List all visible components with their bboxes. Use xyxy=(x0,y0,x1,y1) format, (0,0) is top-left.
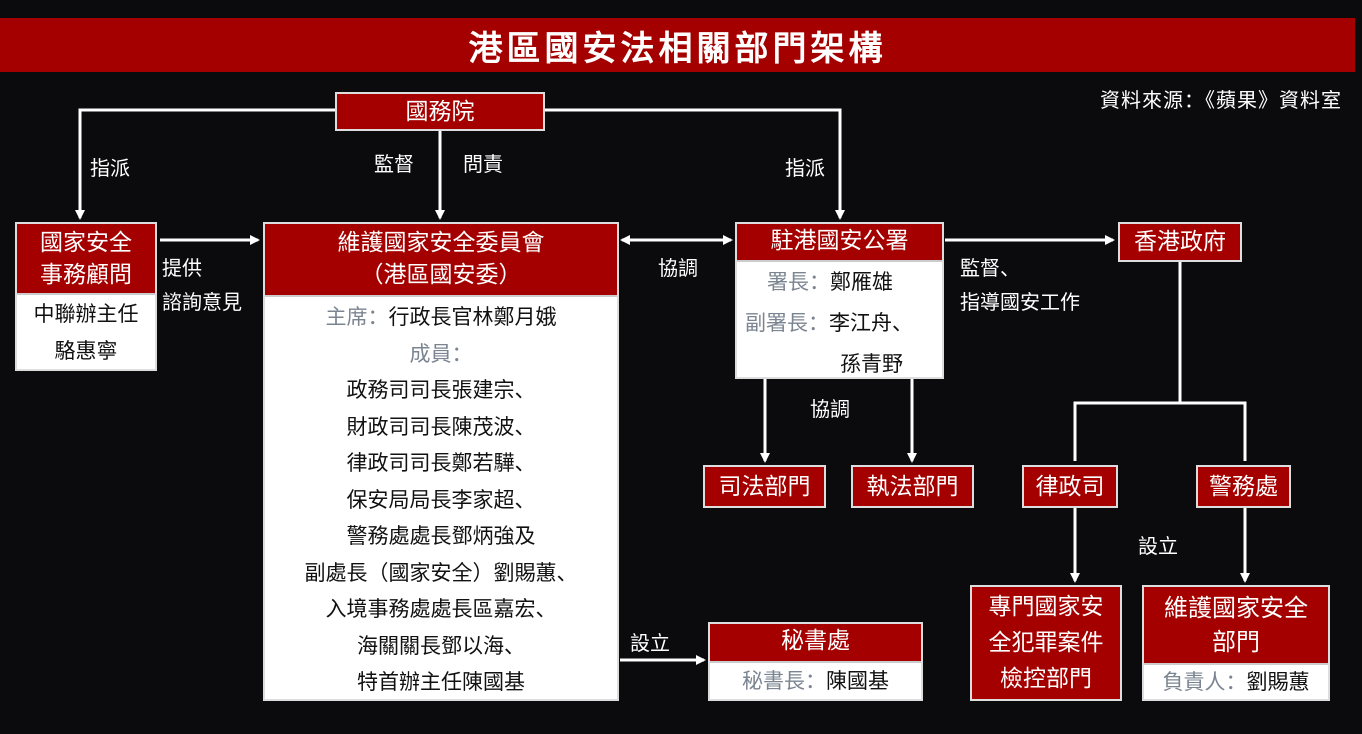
line-branches xyxy=(1073,401,1247,461)
adviser-box: 國家安全事務顧問 中聯辦主任駱惠寧 xyxy=(15,222,157,371)
office-deputy: 孫青野 xyxy=(840,352,903,376)
label-establish-police: 設立 xyxy=(1138,534,1178,558)
label-establish-secretariat: 設立 xyxy=(630,631,670,655)
adviser-title: 事務顧問 xyxy=(40,262,132,288)
member-item: 特首辦主任陳國基 xyxy=(357,670,525,694)
secretariat-box: 秘書處 秘書長：陳國基 xyxy=(708,622,923,701)
judiciary-box: 司法部門 xyxy=(703,465,826,508)
law-enforcement-box: 執法部門 xyxy=(851,465,974,508)
adviser-role: 中聯辦主任 xyxy=(33,302,139,326)
prosecution-title: 全犯罪案件 xyxy=(988,630,1104,656)
label-coordinate-top: 協調 xyxy=(658,256,698,280)
label-supervise-guide-1: 監督、 xyxy=(960,256,1020,280)
source-note: 資料來源：《蘋果》資料室 xyxy=(1100,88,1342,112)
secretariat-head-label: 秘書長： xyxy=(742,669,826,693)
member-item: 政務司司長張建宗、 xyxy=(346,378,536,402)
office-deputy: 李江舟、 xyxy=(829,311,913,335)
nsd-title: 部門 xyxy=(1212,628,1260,656)
committee-box: 維護國家安全委員會 （港區國安委） 主席：行政長官林鄭月娥 成員： 政務司司長張建… xyxy=(263,222,619,701)
member-item: 副處長（國家安全）劉賜蕙、 xyxy=(304,560,578,585)
label-supervise: 監督 xyxy=(374,152,414,176)
label-coordinate-office: 協調 xyxy=(810,397,850,421)
label-accountable: 問責 xyxy=(463,152,503,176)
arrow-assign-office xyxy=(545,108,845,220)
member-item: 律政司司長鄭若驊、 xyxy=(346,451,536,475)
members-label: 成員： xyxy=(409,341,473,366)
prosecution-box: 專門國家安 全犯罪案件 檢控部門 xyxy=(970,585,1122,701)
adviser-name: 駱惠寧 xyxy=(54,339,118,363)
state-council-box: 國務院 xyxy=(335,92,545,131)
label-supervise-guide-2: 指導國安工作 xyxy=(960,290,1080,314)
secretariat-head: 陳國基 xyxy=(826,669,889,693)
police-box: 警務處 xyxy=(1196,465,1291,508)
office-head-label: 署長： xyxy=(767,270,830,294)
office-deputy-label: 副署長： xyxy=(745,311,829,335)
secretariat-title: 秘書處 xyxy=(710,624,921,663)
chair-label: 主席： xyxy=(325,305,389,329)
prosecution-title: 專門國家安 xyxy=(988,594,1104,620)
nsd-head-label: 負責人： xyxy=(1162,670,1247,694)
member-item: 財政司司長陳茂波、 xyxy=(346,414,536,439)
office-head: 鄭雁雄 xyxy=(830,270,893,294)
office-title: 駐港國安公署 xyxy=(737,224,942,262)
prosecution-title: 檢控部門 xyxy=(1000,666,1092,692)
member-item: 保安局局長李家超、 xyxy=(346,487,536,512)
office-box: 駐港國安公署 署長：鄭雁雄 副署長：李江舟、 孫青野 xyxy=(735,222,944,379)
committee-title: 維護國家安全委員會 xyxy=(337,230,545,256)
adviser-title: 國家安全 xyxy=(40,230,132,256)
nsd-title: 維護國家安全 xyxy=(1164,594,1308,622)
member-item: 入境事務處處長區嘉宏、 xyxy=(325,597,557,621)
arrow-assign-adviser xyxy=(75,108,335,220)
page-title: 港區國安法相關部門架構 xyxy=(468,28,887,69)
police-nsd-box: 維護國家安全部門 負責人：劉賜蕙 xyxy=(1142,585,1330,701)
member-item: 海關關長鄧以海、 xyxy=(357,633,525,658)
hk-gov-box: 香港政府 xyxy=(1118,222,1242,262)
nsd-head: 劉賜蕙 xyxy=(1246,670,1310,694)
doj-box: 律政司 xyxy=(1022,465,1118,508)
chair-name: 行政長官林鄭月娥 xyxy=(388,305,557,329)
label-provide: 提供 xyxy=(162,256,202,280)
committee-subtitle: （港區國安委） xyxy=(360,262,522,288)
label-assign-right: 指派 xyxy=(785,156,825,180)
label-advice: 諮詢意見 xyxy=(162,290,242,314)
label-assign-left: 指派 xyxy=(90,156,130,180)
member-item: 警務處處長鄧炳強及 xyxy=(346,524,536,548)
title-bar: 港區國安法相關部門架構 xyxy=(0,18,1355,72)
